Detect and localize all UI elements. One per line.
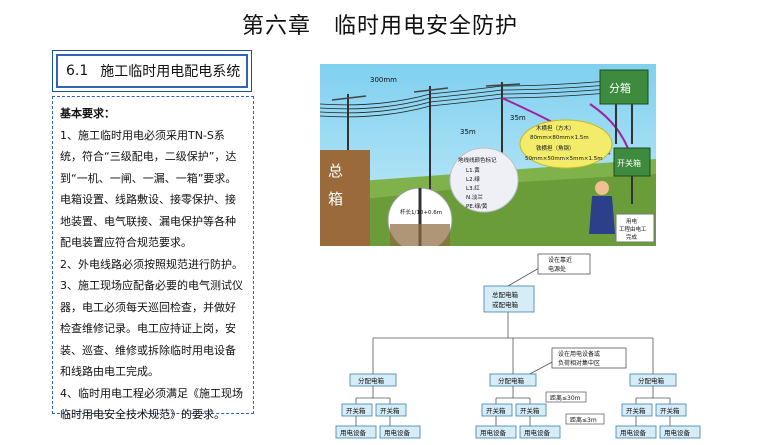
source-note-2: 电源处 [548,265,566,273]
requirements-box: 基本要求： 1、施工临时用电必须采用TN-S系统，符合“三级配电，二级保护”，达… [52,96,254,421]
dist-note-2: 负荷相对集中区 [558,359,600,367]
equipment-label-1: 用电 [626,217,638,225]
wire-color-pe: PE.绿/黄 [466,202,488,210]
pole-spec-3: 铁横担（角钢） [536,144,575,152]
dist-box-2: 分配电箱 [498,376,525,385]
wire-color-l3: L3.红 [466,184,480,192]
pole-spec-2: 80mm×80mm×1.5m [530,135,589,141]
requirement-item-4: 4、临时用电工程必须满足《施工现场临时用电安全技术规范》的要求。 [60,386,243,422]
switch-box-2: 开关箱 [380,406,400,415]
wire-color-l2: L2.绿 [466,175,480,183]
pole-spec-4: 50mm×50mm×5mm×1.5m [525,156,603,162]
wire-color-n: N.淡兰 [466,193,483,201]
wire-color-l1: L1.黄 [466,166,480,174]
pole-spec-1: 木横担（方木） [536,124,575,132]
page-title: 第六章 临时用电安全防护 [241,14,518,39]
device-1: 用电设备 [340,428,367,437]
main-box-line-1: 总配电箱 [492,290,519,299]
section-header: 6.1 施工临时用电配电系统 [52,50,252,92]
switch-box-1: 开关箱 [346,406,366,415]
main-box-label-2: 箱 [328,190,343,208]
requirement-item-2: 2、外电线路必须按照规范进行防护。 [60,257,243,271]
device-5: 用电设备 [620,428,647,437]
bury-depth-label: 杆长1/10+0.6m [400,208,442,216]
device-6: 用电设备 [664,428,691,437]
equipment-label-3: 完成 [626,233,638,241]
distance-35m-label-2: 35m [510,114,526,122]
requirement-item-3: 3、施工现场应配备必要的电气测试仪器，电工必须每天巡回检查，并做好检查维修记录。… [60,279,243,378]
dist-box-label: 分箱 [609,81,631,95]
device-4: 用电设备 [524,428,551,437]
main-box-label-1: 总 [328,162,343,180]
source-note-1: 设在靠近 [548,256,572,264]
main-box-line-2: 或配电箱 [492,300,519,309]
requirements-heading: 基本要求： [60,107,115,120]
distribution-diagram: 设在靠近 电源处 总配电箱 或配电箱 设在用电设备或 负荷相对集中区 分配电箱 … [335,253,701,439]
switch-box-5: 开关箱 [626,406,646,415]
wire-color-title: 地线线颜色标记 [458,156,497,164]
dist-limit-note: 距离≤30m [550,394,581,402]
distance-35m-label-1: 35m [460,128,476,136]
device-3: 用电设备 [480,428,507,437]
switch-box-3: 开关箱 [486,406,506,415]
dist-note-1: 设在用电设备或 [558,350,600,358]
equipment-label-2: 工程由电工 [619,225,647,233]
switch-box-4: 开关箱 [520,406,540,415]
section-label: 施工临时用电配电系统 [100,64,241,80]
distance-300mm-label: 300mm [370,76,397,84]
section-number: 6.1 [66,63,89,79]
switch-box-label: 开关箱 [617,158,641,168]
device-2: 用电设备 [384,428,411,437]
switch-box-6: 开关箱 [660,406,680,415]
dist-box-1: 分配电箱 [358,376,385,385]
dist-box-3: 分配电箱 [638,376,665,385]
requirement-item-1: 1、施工临时用电必须采用TN-S系统，符合“三级配电，二级保护”，达到“一机、一… [60,128,237,250]
power-line-illustration: 300mm 35m 35m 30m 分箱 开关箱 总 箱 木横担（方木） 80m… [320,64,656,246]
switch-limit-note: 距离≤3m [570,416,597,424]
